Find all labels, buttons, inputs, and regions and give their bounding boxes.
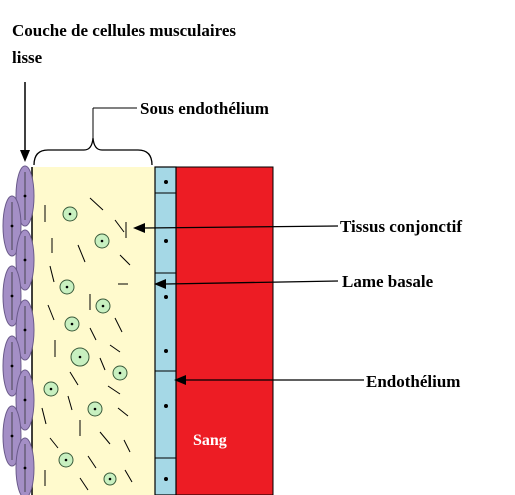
smooth-muscle-title-line1: Couche de cellules musculaires: [12, 21, 236, 40]
connective-tissue-label: Tissus conjonctif: [340, 217, 462, 236]
endothelium-label: Endothélium: [366, 372, 460, 391]
basal-lamina-label: Lame basale: [342, 272, 434, 291]
smooth-muscle-title-line2: lisse: [12, 48, 43, 67]
subendothelium-region: [32, 167, 155, 495]
blood-label: Sang: [193, 432, 227, 449]
subendothelium-brace: [34, 138, 152, 165]
subendothelium-label: Sous endothélium: [140, 99, 269, 118]
smooth-muscle-cells: [3, 166, 34, 495]
endothelium-layer: [155, 167, 176, 495]
smooth-muscle-pointer-arrow: [20, 82, 30, 162]
